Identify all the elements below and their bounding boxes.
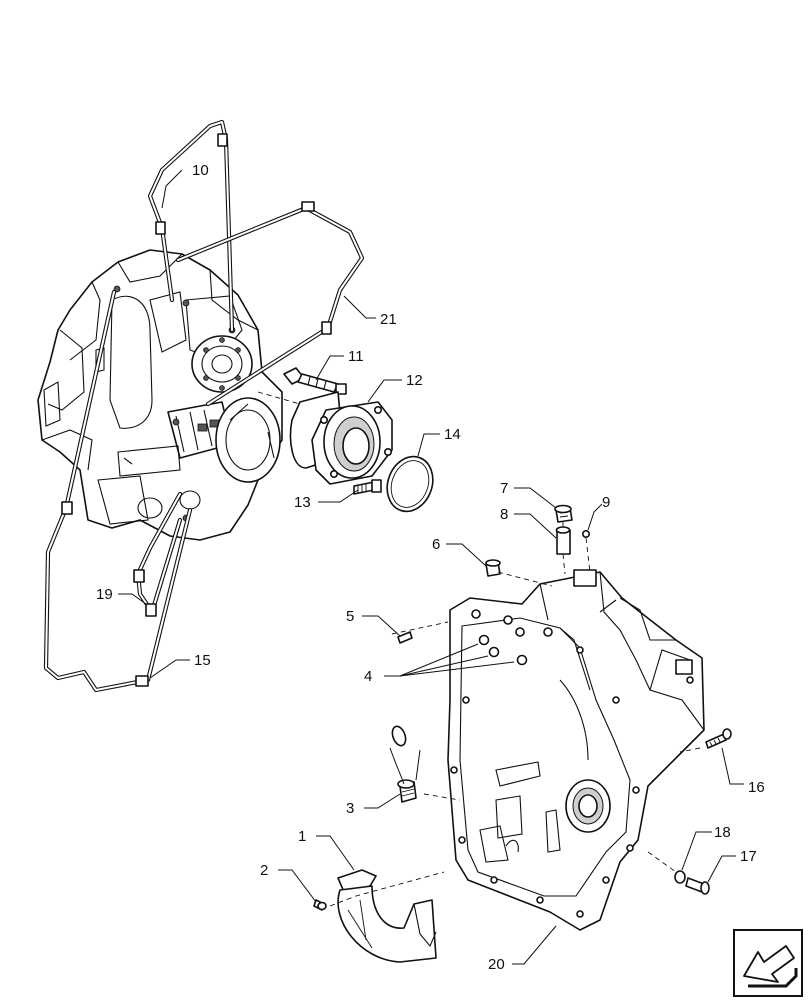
callout-11: 11 [348,348,364,365]
bolt-16 [705,728,732,749]
plug-3 [391,725,417,803]
assembly-lines [257,391,701,907]
callout-leaders [118,169,744,965]
arrow-down-left-icon[interactable] [733,929,803,997]
plug-17 [685,877,710,895]
callout-6: 6 [432,536,440,553]
plug-8 [555,526,571,555]
callout-13: 13 [294,494,311,511]
callout-18: 18 [714,824,731,841]
bearing-housing-12 [289,391,393,485]
callout-9: 9 [602,494,610,511]
callout-21: 21 [380,311,397,328]
bolt-13 [353,479,382,495]
callout-3: 3 [346,800,354,817]
callout-19: 19 [96,586,113,603]
callout-20: 20 [488,956,505,973]
sensor-11 [283,367,347,395]
pipe-10 [147,119,235,333]
plug-6 [485,559,501,577]
pin-5 [397,631,413,644]
washer-18 [674,870,686,884]
callout-16: 16 [748,779,765,796]
callout-14: 14 [444,426,461,443]
callout-labels: 10 21 11 12 14 13 7 8 9 6 5 4 3 16 18 17… [96,162,765,973]
cover-20 [447,569,705,931]
transmission-housing [37,249,283,541]
guard-1 [337,869,437,963]
callout-8: 8 [500,506,508,523]
o-ring-14 [386,455,434,513]
callout-12: 12 [406,372,423,389]
callout-1: 1 [298,828,306,845]
pipe-15 [43,289,193,693]
callout-15: 15 [194,652,211,669]
o-rings-4 [478,634,528,666]
callout-4: 4 [364,668,372,685]
pipe-19 [133,491,183,617]
ball-9 [581,529,590,538]
callout-2: 2 [260,862,268,879]
callout-5: 5 [346,608,354,625]
pipe-21 [175,201,365,407]
plug-7 [554,504,573,523]
callout-17: 17 [740,848,757,865]
callout-7: 7 [500,480,508,497]
screw-2 [313,899,327,911]
callout-10: 10 [192,162,209,179]
